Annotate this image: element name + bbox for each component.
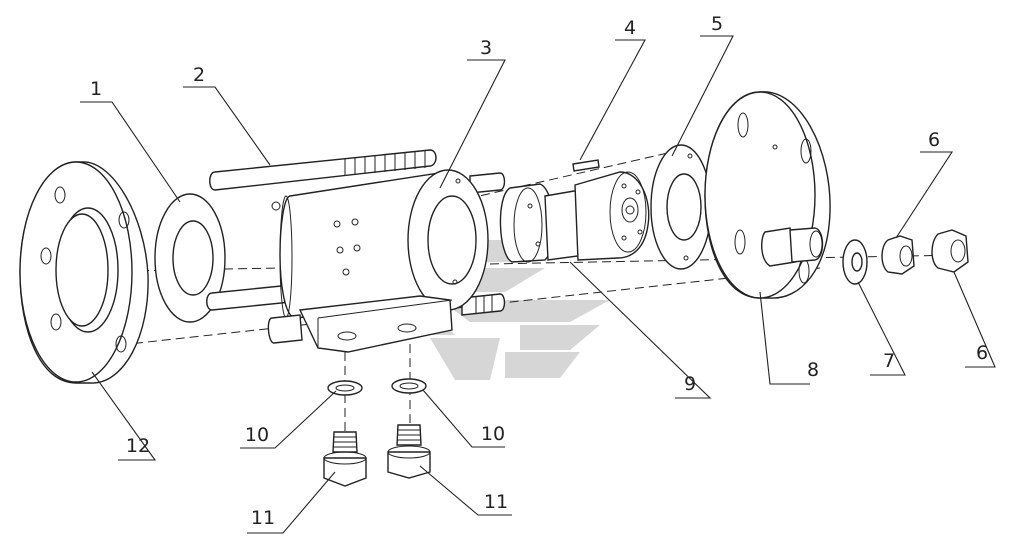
label-part-2: 2 xyxy=(193,64,205,86)
label-part-5: 5 xyxy=(711,13,723,35)
part-11-plug-b xyxy=(387,424,431,479)
label-part-9: 9 xyxy=(684,373,696,395)
part-labels: 1 2 3 4 5 6 6 7 8 9 10 10 11 11 12 xyxy=(90,13,988,529)
label-part-1: 1 xyxy=(90,78,102,100)
part-8-end-cover xyxy=(704,91,831,299)
part-9-rotor xyxy=(499,171,650,263)
part-1-gasket xyxy=(154,193,226,323)
label-part-4: 4 xyxy=(624,17,636,39)
label-part-10a: 10 xyxy=(245,424,269,446)
part-10-seal-b xyxy=(391,378,427,394)
part-10-seal-a xyxy=(327,380,363,396)
part-12-flange xyxy=(19,161,149,384)
part-11-plug-a xyxy=(323,431,367,487)
part-4-pin xyxy=(572,159,600,172)
label-part-3: 3 xyxy=(480,37,492,59)
label-part-6a: 6 xyxy=(928,129,940,151)
label-part-12: 12 xyxy=(126,435,150,457)
part-6-nut-a xyxy=(881,235,915,275)
leader-lines xyxy=(80,35,996,534)
label-part-10b: 10 xyxy=(481,423,505,445)
part-5-gasket xyxy=(650,144,712,270)
label-part-6b: 6 xyxy=(976,342,988,364)
part-3-main-body xyxy=(267,169,489,353)
part-6-nut-b xyxy=(931,229,969,273)
label-part-8: 8 xyxy=(807,359,819,381)
label-part-11b: 11 xyxy=(484,491,508,513)
part-7-washer xyxy=(842,239,868,285)
label-part-7: 7 xyxy=(883,350,895,372)
label-part-11a: 11 xyxy=(251,507,275,529)
